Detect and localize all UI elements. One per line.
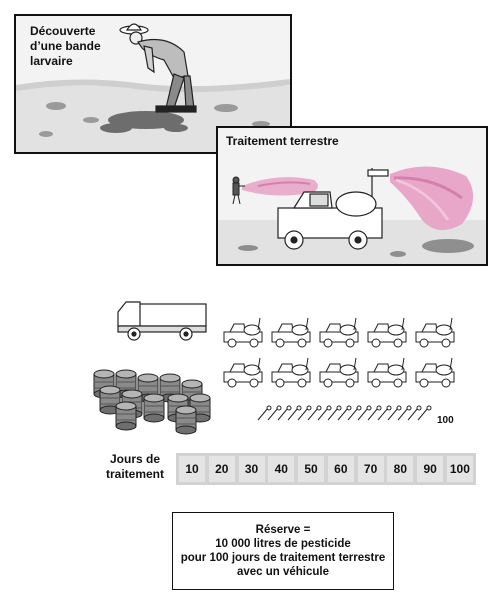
- reserve-line: pour 100 jours de traitement terrestre: [180, 552, 386, 564]
- hand-spray-cloud-icon: [242, 177, 318, 196]
- barrels-icon: [93, 369, 211, 435]
- day-cell: 80: [387, 456, 414, 482]
- reserve-line: avec un véhicule: [236, 566, 330, 578]
- ground-treatment-illustration: [218, 166, 486, 264]
- vegetation-icon: [238, 239, 474, 257]
- person-spraying-icon: [232, 176, 245, 205]
- ground-treatment-title: Traitement terrestre: [226, 134, 339, 148]
- ground-treatment-panel: Traitement terrestre: [216, 126, 488, 266]
- reserve-line: Réserve =: [255, 524, 311, 536]
- days-label: Jours de traitement: [105, 452, 164, 481]
- day-cell: 50: [298, 456, 325, 482]
- day-cell: 60: [327, 456, 354, 482]
- day-cell: 100: [446, 456, 473, 482]
- discovery-title: Découverte d’une bande larvaire: [30, 24, 101, 68]
- pickup-truck-icon: [117, 301, 207, 341]
- reserve-box: Réserve = 10 000 litres de pesticide pou…: [172, 512, 394, 590]
- day-cell: 30: [238, 456, 265, 482]
- treatment-vehicles-icon: [223, 317, 455, 388]
- resources-illustration: [93, 301, 455, 435]
- discovery-panel: Découverte d’une bande larvaire: [14, 14, 292, 154]
- sprayer-truck-icon: [277, 168, 389, 250]
- day-cell: 90: [417, 456, 444, 482]
- day-cell: 10: [179, 456, 205, 482]
- reserve-line: 10 000 litres de pesticide: [215, 538, 351, 550]
- day-cell: 40: [268, 456, 295, 482]
- days-bar: 10 20 30 40 50 60 70 80 90 100: [176, 453, 476, 485]
- vehicle-spray-cloud-icon: [390, 166, 474, 231]
- discovery-illustration: [16, 23, 290, 152]
- day-cell: 20: [208, 456, 235, 482]
- farmer-icon: [119, 23, 197, 113]
- hopper-band-icon: [100, 111, 188, 133]
- day-cell: 70: [357, 456, 384, 482]
- hand-sprayers-icon: [257, 405, 432, 421]
- sprayer-count-label: 100: [437, 415, 454, 426]
